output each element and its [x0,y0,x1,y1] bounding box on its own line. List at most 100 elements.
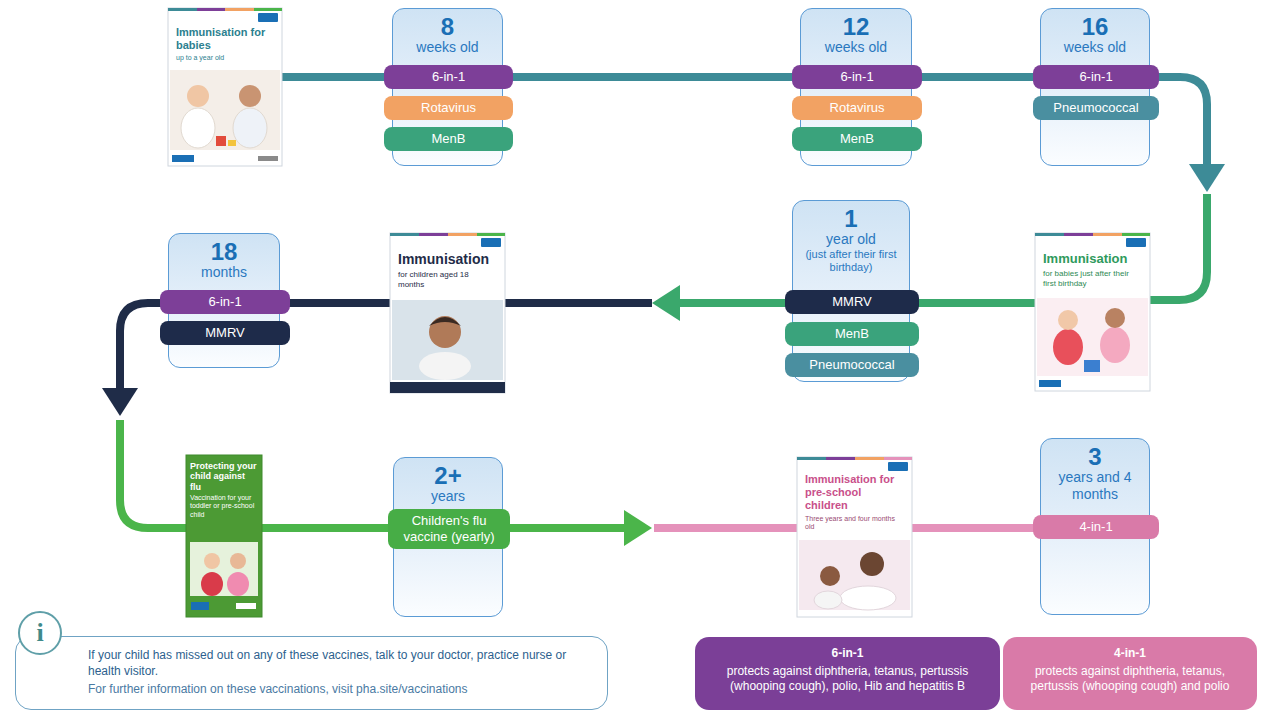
leaflet-18-months-art [481,238,501,247]
timeline-line [676,299,792,307]
age-number: 18 [173,240,275,264]
leaflet-babies-art [254,8,282,11]
age-unit: weeks old [1045,39,1145,56]
vaccine-name: Children's flu vaccine (yearly) [393,513,505,545]
leaflet-18-months-art [390,233,505,393]
leaflet-18-months-art [390,233,505,393]
vaccine-pill: 6-in-1 [384,65,513,89]
info-box: If your child has missed out on any of t… [15,636,608,710]
leaflet-first-birthday-art [1105,308,1125,328]
age-number: 1 [797,207,905,231]
age-note: (just after their first birthday) [797,248,905,274]
age-box: 1year old(just after their first birthda… [792,200,910,382]
timeline-line [120,303,168,392]
vaccine-pill: MMRV [785,290,919,314]
key-box: 6-in-1protects against diphtheria, tetan… [695,637,1000,710]
leaflet-first-birthday-art [1037,298,1148,376]
leaflet-babies-art [258,13,278,22]
leaflet-babies-art [225,8,254,11]
arrow-head [102,388,138,416]
leaflet-babies-art [168,8,282,166]
leaflet-flu-art [204,553,220,569]
leaflet-first-birthday-art [1093,233,1122,236]
vaccine-pill: Pneumococcal [785,353,919,377]
leaflet-first-birthday-art [1035,233,1150,391]
leaflet-cover: Immunisation for babiesup to a year old [168,8,282,166]
timeline-connector [262,528,393,529]
leaflet-first-birthday-art [1053,329,1083,365]
vaccine-pill: MMRV [160,321,290,345]
vaccine-pill: MenB [785,322,919,346]
vaccine-pill: Rotavirus [384,96,513,120]
leaflet-babies-art [168,8,282,166]
leaflet-18-months-art [390,233,419,236]
timeline-connector [282,77,392,78]
age-unit: years [398,488,498,505]
info-icon: i [18,611,62,655]
age-box: 16weeks old6-in-1Pneumococcal [1040,8,1150,166]
timeline-connector [503,77,800,78]
leaflet-flu-art [201,572,223,596]
timeline-line [654,524,797,532]
leaflet-pre-school-art [884,457,912,460]
leaflet-title: Protecting your child against flu [190,461,258,492]
leaflet-first-birthday-art [1126,238,1146,247]
leaflet-pre-school-art [797,457,912,617]
timeline-line [505,299,652,307]
vaccine-name: 6-in-1 [1079,69,1112,85]
leaflet-pre-school-art [799,540,910,610]
icon-letter: i [20,613,60,653]
age-number: 8 [397,15,498,39]
leaflet-18-months-art [392,300,503,380]
vaccine-name: MenB [432,131,466,147]
timeline-connector [505,285,792,321]
timeline-line [280,299,390,307]
age-box: 2+yearsChildren's flu vaccine (yearly) [393,457,503,617]
vaccine-pill: Children's flu vaccine (yearly) [388,509,510,549]
leaflet-babies-art [170,70,280,150]
timeline-connector [1150,77,1225,300]
age-unit: year old [797,231,905,248]
leaflet-18-months-art [448,233,477,236]
leaflet-title: Immunisation [1043,251,1142,267]
key-description: protects against diphtheria, tetanus, pe… [705,664,990,695]
timeline-connector [910,303,1035,304]
info-text: If your child has missed out on any of t… [88,647,595,679]
vaccine-name: MenB [840,131,874,147]
vaccine-name: 6-in-1 [840,69,873,85]
leaflet-babies-art [228,140,236,146]
vaccine-pill: 4-in-1 [1033,515,1159,539]
timeline-connector [912,77,1040,78]
leaflet-first-birthday-art [1084,360,1100,372]
vaccine-pill: 6-in-1 [160,290,290,314]
leaflet-title: Immunisation for babies [176,26,274,52]
age-box: 18months6-in-1MMRV [168,233,280,368]
leaflet-babies-art [239,85,261,107]
age-unit: weeks old [397,39,498,56]
age-number: 12 [805,15,907,39]
timeline-line [912,73,1040,81]
leaflet-first-birthday-art [1058,310,1078,330]
vaccine-pill: Pneumococcal [1033,96,1159,120]
leaflet-18-months-art [419,352,471,380]
leaflet-cover: Immunisationfor children aged 18 months [390,233,505,393]
leaflet-title: Immunisation for pre-school children [805,473,904,513]
leaflet-babies-art [168,8,197,11]
leaflet-pre-school-art [820,566,840,586]
leaflet-babies-art [181,108,215,148]
age-box: 12weeks old6-in-1RotavirusMenB [800,8,912,166]
timeline-connector [280,303,390,304]
age-unit: months [173,264,275,281]
key-heading: 4-in-1 [1013,646,1247,662]
leaflet-pre-school-art [826,457,855,460]
leaflet-18-months-art [390,382,505,393]
leaflet-cover: Immunisationfor babies just after their … [1035,233,1150,391]
leaflet-pre-school-art [814,591,842,609]
vaccine-name: 6-in-1 [432,69,465,85]
leaflet-flu-art [186,455,262,617]
vaccine-pill: 6-in-1 [1033,65,1159,89]
vaccine-name: MMRV [205,325,244,341]
vaccine-name: Pneumococcal [809,357,894,373]
leaflet-first-birthday-art [1100,327,1130,363]
